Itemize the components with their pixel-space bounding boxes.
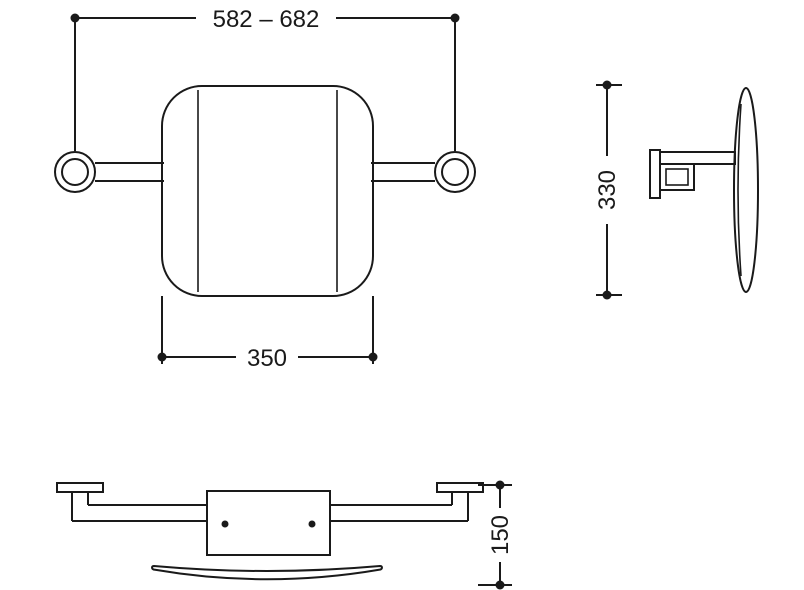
support-bar-plan <box>72 504 468 522</box>
bracket-wall-plate <box>649 149 661 199</box>
top-view: 150 <box>56 480 514 590</box>
side-view: 330 <box>594 80 759 300</box>
dim-endpoint-dot <box>157 352 167 362</box>
flange-plate-left <box>56 482 104 493</box>
screw-hole-right <box>308 520 316 528</box>
dim-endpoint-dot <box>495 580 505 590</box>
dim-pad-width: 350 <box>157 296 378 372</box>
flange-plate-right <box>436 482 484 493</box>
dim-label-pad-width: 350 <box>247 345 287 372</box>
bar-elbow-left <box>71 492 89 521</box>
mounting-plate-outline <box>206 490 331 556</box>
dim-label-height: 330 <box>594 170 621 210</box>
wall-flange-left <box>54 151 96 193</box>
dim-label-depth: 150 <box>487 515 514 555</box>
bracket-body-detail <box>665 168 689 186</box>
wall-flange-right <box>434 151 476 193</box>
flange-outer-ring <box>434 151 476 193</box>
pad-side-profile <box>733 87 759 293</box>
screw-hole-left <box>221 520 229 528</box>
dim-endpoint-dot <box>495 480 505 490</box>
bar-elbow-right <box>451 492 469 521</box>
support-bar <box>95 162 435 182</box>
front-view: 582 – 682 <box>54 6 476 372</box>
dim-label-overall-width: 582 – 682 <box>213 6 320 33</box>
pad-profile-inner-edge <box>737 103 742 277</box>
pad-plan-outline <box>151 564 383 581</box>
dim-endpoint-dot <box>70 13 80 23</box>
dim-endpoint-dot <box>602 80 612 90</box>
wall-bracket <box>649 149 736 199</box>
dim-endpoint-dot <box>450 13 460 23</box>
mounting-plate <box>206 490 331 556</box>
backrest-pad <box>161 85 374 297</box>
pad-profile-outline <box>733 87 759 293</box>
pad-outline <box>161 85 374 297</box>
dim-depth: 150 <box>478 480 514 590</box>
flange-outer-ring <box>54 151 96 193</box>
bracket-arm <box>659 151 736 165</box>
dim-height: 330 <box>594 80 622 300</box>
dim-endpoint-dot <box>368 352 378 362</box>
flange-inner-ring <box>441 158 469 186</box>
bracket-body <box>659 163 695 191</box>
dim-endpoint-dot <box>602 290 612 300</box>
flange-inner-ring <box>61 158 89 186</box>
dim-overall-width: 582 – 682 <box>70 6 460 151</box>
